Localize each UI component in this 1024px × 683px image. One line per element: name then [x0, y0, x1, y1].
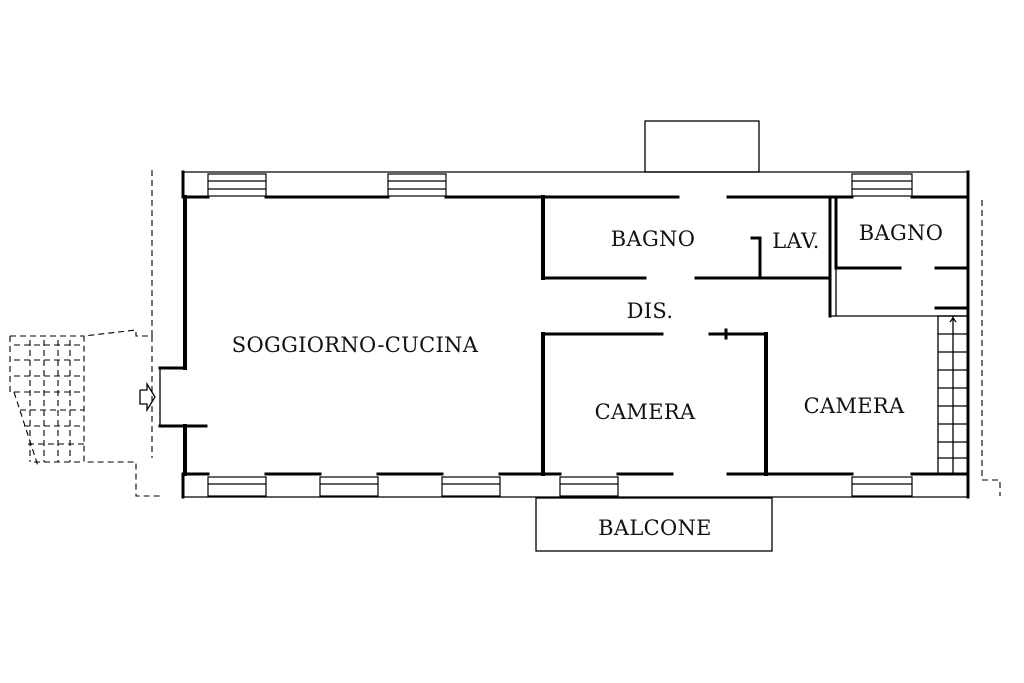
room-label-soggiorno: SOGGIORNO-CUCINA: [232, 333, 479, 357]
room-label-lav: LAV.: [772, 229, 819, 253]
entrance-arrow-icon: [139, 381, 156, 413]
room-label-dis: DIS.: [627, 299, 674, 323]
room-label-bagno-1: BAGNO: [611, 227, 695, 251]
exterior-wall-bottom: [181, 472, 970, 499]
interior-walls: [541, 195, 970, 476]
right-dashed-edge: [981, 200, 1001, 496]
closet-grid: [937, 315, 969, 475]
exterior-wall-left: [158, 195, 208, 476]
room-label-camera-1: CAMERA: [595, 400, 696, 424]
room-label-camera-2: CAMERA: [804, 394, 905, 418]
external-staircase: [9, 170, 160, 497]
top-projection: [644, 120, 760, 173]
balcony-outline: [535, 497, 773, 552]
exterior-wall-top: [181, 170, 970, 199]
room-label-balcone: BALCONE: [598, 516, 712, 540]
room-label-bagno-2: BAGNO: [859, 221, 943, 245]
